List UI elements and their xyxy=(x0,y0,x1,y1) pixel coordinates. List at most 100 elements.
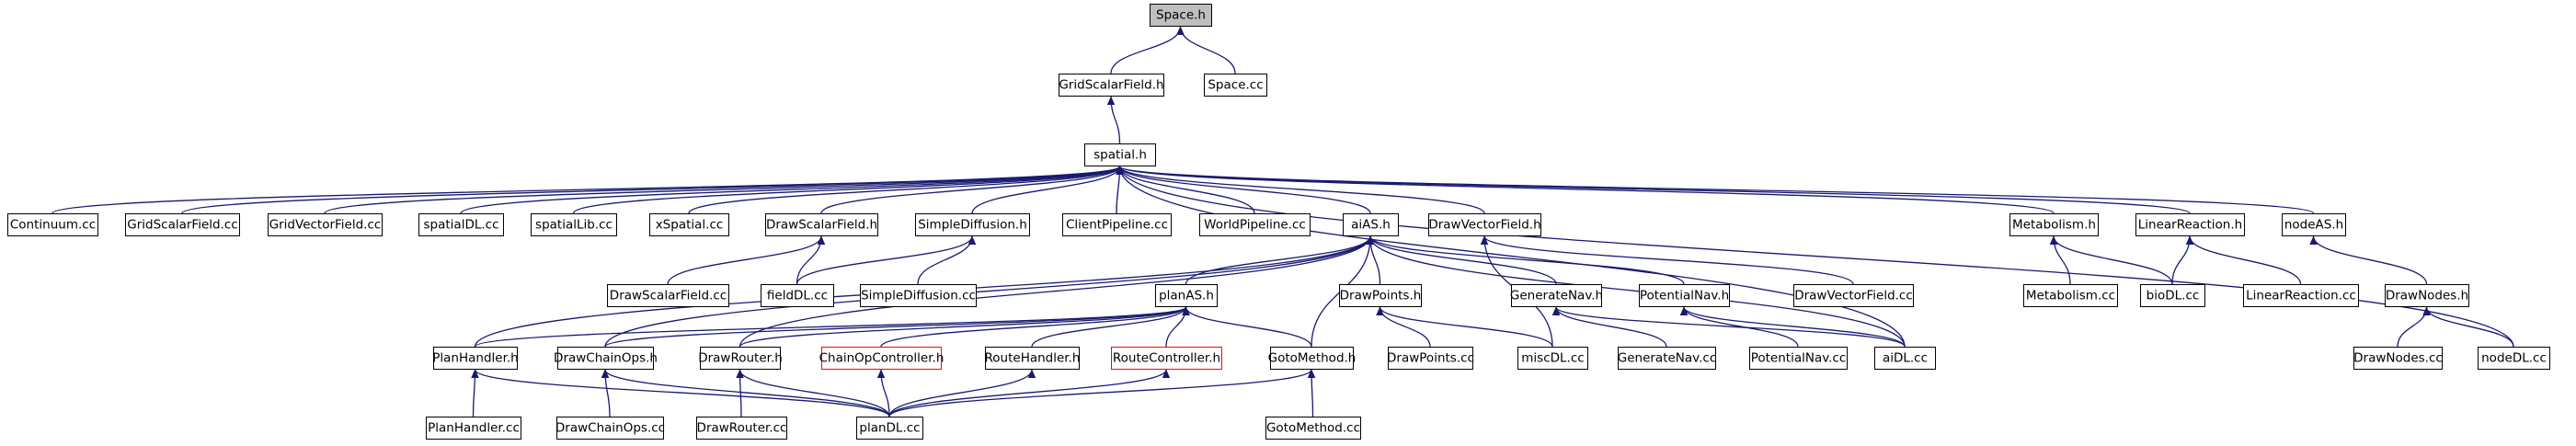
node-nodedl_cc[interactable]: nodeDL.cc xyxy=(2478,347,2550,370)
node-metabolism_cc[interactable]: Metabolism.cc xyxy=(2023,284,2118,307)
node-planhandler_h[interactable]: PlanHandler.h xyxy=(432,347,519,370)
node-plandl_cc[interactable]: planDL.cc xyxy=(856,417,923,440)
node-box xyxy=(531,213,617,236)
node-chainopcontroller_h[interactable]: ChainOpController.h xyxy=(819,347,945,370)
edge-plandl_cc-to-drawrouter_h xyxy=(736,369,890,417)
node-metabolism_h[interactable]: Metabolism.h xyxy=(2009,213,2099,236)
node-label: bioDL.cc xyxy=(2147,289,2200,303)
edge-nodedl_cc-to-drawnodes_h xyxy=(2422,306,2514,348)
node-box xyxy=(1265,417,1361,440)
node-label: GridVectorField.cc xyxy=(269,218,382,233)
node-routecontroller_h[interactable]: RouteController.h xyxy=(1111,347,1222,370)
node-box xyxy=(2009,213,2099,236)
node-drawchainops_cc[interactable]: DrawChainOps.cc xyxy=(555,417,665,440)
node-linearreaction_cc[interactable]: LinearReaction.cc xyxy=(2243,284,2359,307)
node-planas_h[interactable]: planAS.h xyxy=(1155,284,1218,307)
node-drawvectorfield_cc[interactable]: DrawVectorField.cc xyxy=(1793,284,1914,307)
node-biodl_cc[interactable]: bioDL.cc xyxy=(2140,284,2205,307)
node-routehandler_h[interactable]: RouteHandler.h xyxy=(985,347,1081,370)
node-potentialnav_cc[interactable]: PotentialNav.cc xyxy=(1749,347,1848,370)
node-box xyxy=(1199,213,1311,236)
edge-aidl_cc-to-generatenav_h xyxy=(1551,306,1906,348)
edge-drawscalarfield_cc-to-drawscalarfield_h xyxy=(667,235,826,285)
node-box xyxy=(1339,284,1422,307)
node-label: xSpatial.cc xyxy=(656,218,724,233)
node-linearreaction_h[interactable]: LinearReaction.h xyxy=(2135,213,2245,236)
node-drawrouter_cc[interactable]: DrawRouter.cc xyxy=(696,417,787,440)
node-label: SimpleDiffusion.cc xyxy=(861,289,976,303)
node-aidl_cc[interactable]: aiDL.cc xyxy=(1874,347,1936,370)
node-simplediffusion_h[interactable]: SimpleDiffusion.h xyxy=(915,213,1030,236)
node-spatialdl_cc[interactable]: spatialDL.cc xyxy=(418,213,504,236)
node-gridscalarfield_h[interactable]: GridScalarField.h xyxy=(1059,74,1164,97)
edge-fielddl_cc-to-drawscalarfield_h xyxy=(796,235,826,285)
node-gridvectorfield_cc[interactable]: GridVectorField.cc xyxy=(268,213,383,236)
node-drawrouter_h[interactable]: DrawRouter.h xyxy=(698,347,783,370)
node-fielddl_cc[interactable]: fieldDL.cc xyxy=(761,284,834,307)
node-label: DrawRouter.h xyxy=(698,351,783,366)
node-label: PlanHandler.cc xyxy=(428,421,520,436)
edge-clientpipeline_cc-to-spatial_h xyxy=(1116,166,1124,214)
node-label: SimpleDiffusion.h xyxy=(918,218,1027,233)
node-label: planDL.cc xyxy=(859,421,920,436)
node-generatenav_cc[interactable]: GenerateNav.cc xyxy=(1618,347,1717,370)
edge-gotomethod_h-to-planas_h xyxy=(1182,306,1312,348)
node-box xyxy=(860,284,977,307)
node-drawscalarfield_cc[interactable]: DrawScalarField.cc xyxy=(607,284,729,307)
node-box xyxy=(268,213,383,236)
node-box xyxy=(1428,213,1541,236)
edge-drawrouter_h-to-planas_h xyxy=(738,306,1190,348)
node-label: ClientPipeline.cc xyxy=(1066,218,1168,233)
node-planhandler_cc[interactable]: PlanHandler.cc xyxy=(426,417,521,440)
node-generatenav_h[interactable]: GenerateNav.h xyxy=(1510,284,1603,307)
node-space_h[interactable]: Space.h xyxy=(1150,4,1212,27)
node-spatial_h[interactable]: spatial.h xyxy=(1084,143,1156,166)
node-drawvectorfield_h[interactable]: DrawVectorField.h xyxy=(1428,213,1541,236)
node-space_cc[interactable]: Space.cc xyxy=(1204,74,1267,97)
node-drawpoints_cc[interactable]: DrawPoints.cc xyxy=(1387,347,1474,370)
node-label: WorldPipeline.cc xyxy=(1204,218,1306,233)
edge-planhandler_h-to-planas_h xyxy=(474,306,1190,348)
node-label: PlanHandler.h xyxy=(432,351,519,366)
node-worldpipeline_cc[interactable]: WorldPipeline.cc xyxy=(1199,213,1311,236)
node-nodeas_h[interactable]: nodeAS.h xyxy=(2282,213,2346,236)
node-spatiallib_cc[interactable]: spatialLib.cc xyxy=(531,213,617,236)
node-box xyxy=(433,347,518,370)
node-label: spatialLib.cc xyxy=(535,218,613,233)
node-gotomethod_cc[interactable]: GotoMethod.cc xyxy=(1265,417,1361,440)
node-simplediffusion_cc[interactable]: SimpleDiffusion.cc xyxy=(860,284,977,307)
node-aias_h[interactable]: aiAS.h xyxy=(1343,213,1399,236)
node-box xyxy=(1749,347,1848,370)
edge-layer xyxy=(52,26,2514,417)
edge-generatenav_h-to-aias_h xyxy=(1366,235,1557,285)
node-label: DrawChainOps.cc xyxy=(555,421,665,436)
node-box xyxy=(1155,284,1218,307)
node-box xyxy=(2353,347,2443,370)
node-potentialnav_h[interactable]: PotentialNav.h xyxy=(1639,284,1730,307)
node-gridscalarfield_cc[interactable]: GridScalarField.cc xyxy=(125,213,240,236)
node-label: DrawNodes.cc xyxy=(2353,351,2443,366)
node-drawpoints_h[interactable]: DrawPoints.h xyxy=(1339,284,1422,307)
node-drawnodes_h[interactable]: DrawNodes.h xyxy=(2385,284,2469,307)
edge-aidl_cc-to-potentialnav_h xyxy=(1679,306,1906,348)
node-drawnodes_cc[interactable]: DrawNodes.cc xyxy=(2353,347,2443,370)
node-drawscalarfield_h[interactable]: DrawScalarField.h xyxy=(765,213,878,236)
edge-fielddl_cc-to-simplediffusion_h xyxy=(796,235,977,285)
node-label: LinearReaction.cc xyxy=(2246,289,2356,303)
node-box xyxy=(125,213,240,236)
edge-metabolism_cc-to-metabolism_h xyxy=(2049,235,2071,285)
node-miscdl_cc[interactable]: miscDL.cc xyxy=(1517,347,1588,370)
node-gotomethod_h[interactable]: GotoMethod.h xyxy=(1268,347,1357,370)
node-label: fieldDL.cc xyxy=(767,289,828,303)
node-continuum_cc[interactable]: Continuum.cc xyxy=(7,213,98,236)
edge-routehandler_h-to-planas_h xyxy=(1031,306,1190,348)
node-label: GotoMethod.h xyxy=(1268,351,1357,366)
node-xspatial_cc[interactable]: xSpatial.cc xyxy=(649,213,729,236)
edge-drawrouter_h-to-aias_h xyxy=(738,235,1375,348)
edge-biodl_cc-to-metabolism_h xyxy=(2049,235,2173,285)
node-clientpipeline_cc[interactable]: ClientPipeline.cc xyxy=(1062,213,1172,236)
edge-planas_h-to-aias_h xyxy=(1185,235,1375,285)
node-box xyxy=(1150,4,1212,27)
node-drawchainops_h[interactable]: DrawChainOps.h xyxy=(554,347,658,370)
node-box xyxy=(1639,284,1730,307)
